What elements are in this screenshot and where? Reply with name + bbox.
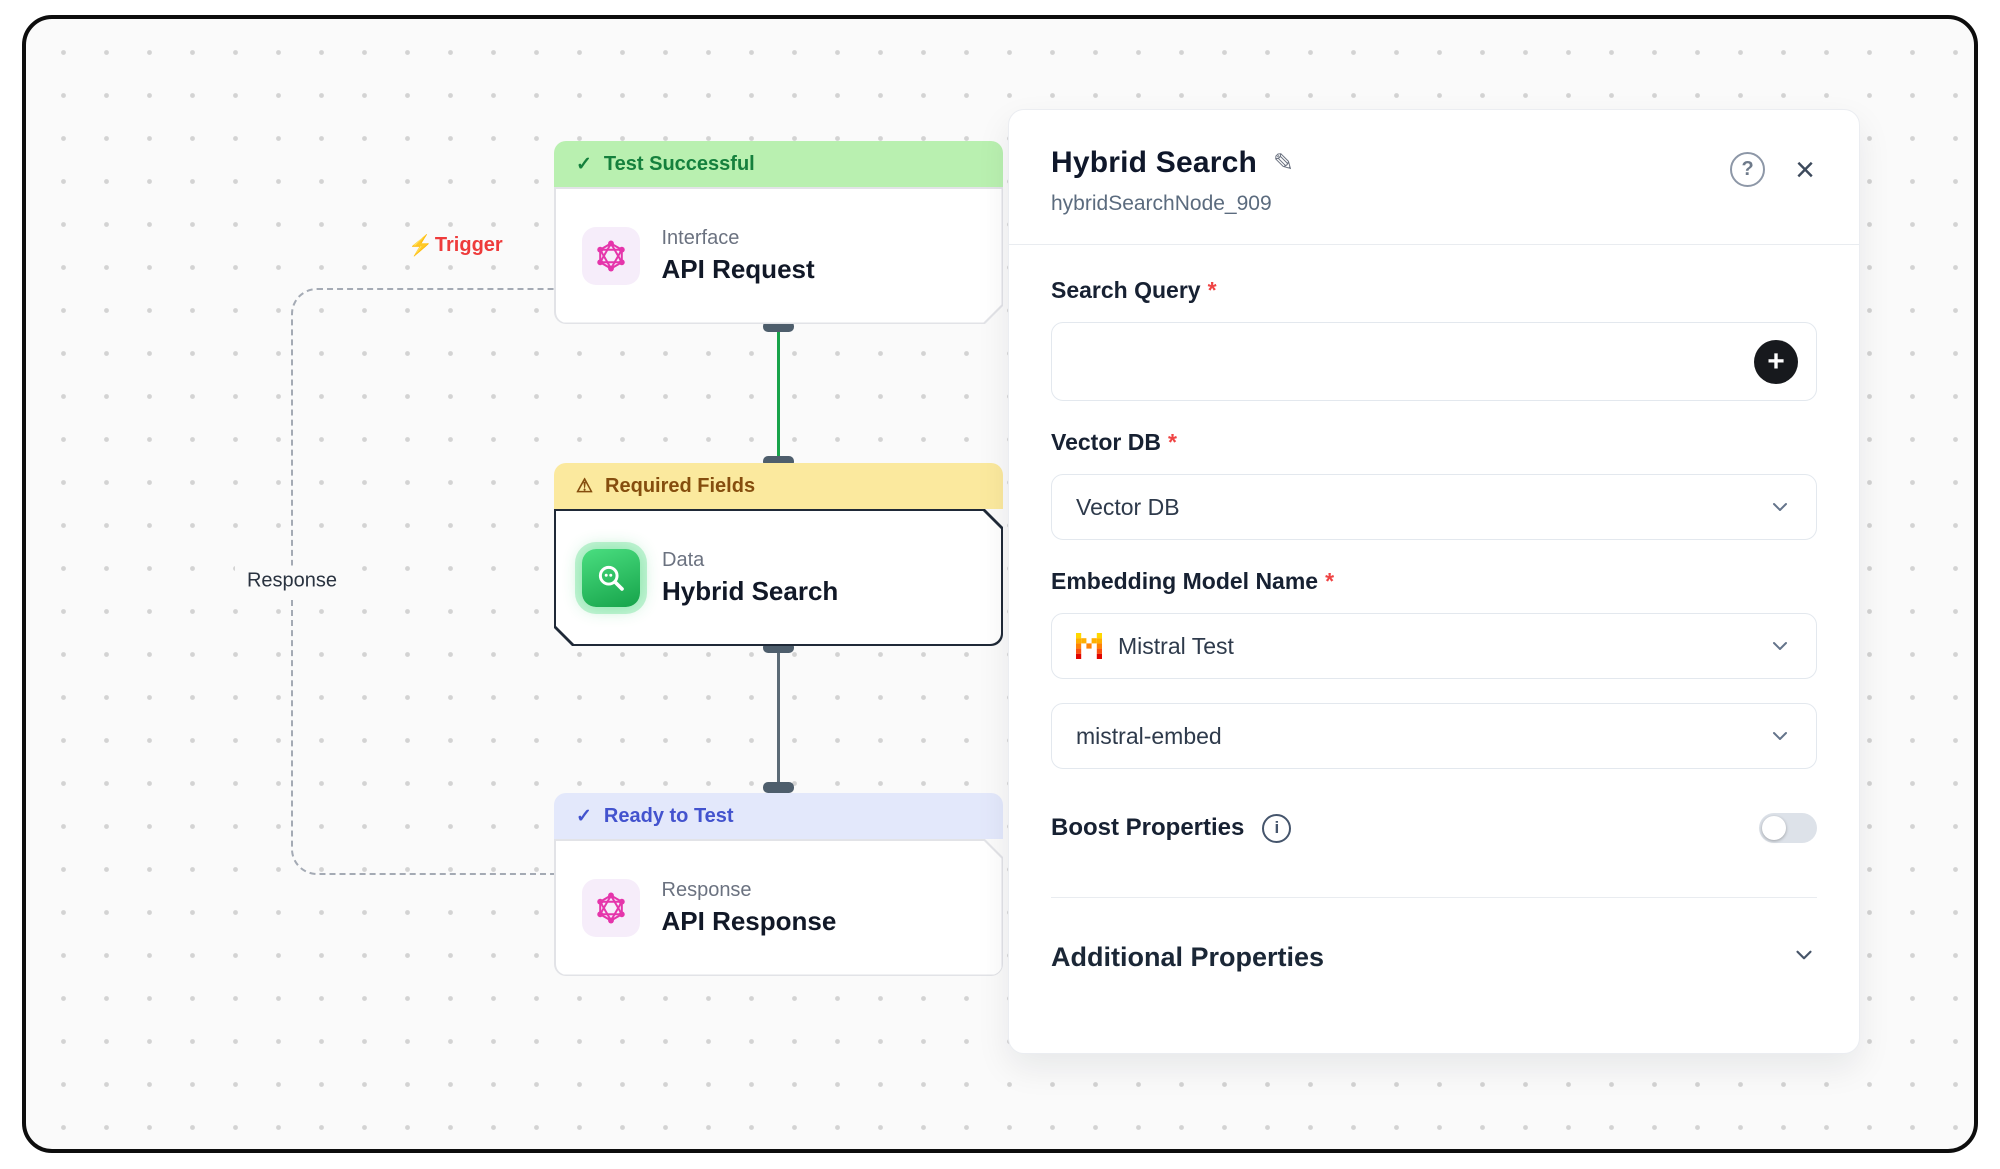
lightning-bolt-icon: ⚡ xyxy=(408,235,433,257)
boost-properties-toggle[interactable] xyxy=(1759,813,1817,843)
search-query-field[interactable]: + xyxy=(1051,322,1817,401)
trigger-edge-label: ⚡Trigger xyxy=(408,233,503,258)
node-title: API Request xyxy=(661,253,815,284)
mistral-logo-icon xyxy=(1076,633,1102,659)
embedding-model-value: mistral-embed xyxy=(1076,722,1222,749)
chevron-down-icon xyxy=(1768,495,1792,519)
search-query-input[interactable] xyxy=(1052,323,1816,400)
edge-handle[interactable] xyxy=(763,456,794,467)
close-icon[interactable]: × xyxy=(1795,150,1815,189)
edge-request-to-search xyxy=(777,327,780,463)
node-card[interactable]: Response API Response xyxy=(554,839,1003,976)
required-marker: * xyxy=(1167,429,1177,455)
search-query-label: Search Query* xyxy=(1051,277,1217,303)
node-id-text: hybridSearchNode_909 xyxy=(1051,192,1272,215)
node-card[interactable]: Interface API Request xyxy=(554,187,1003,324)
edge-search-to-response xyxy=(777,649,780,787)
additional-properties-toggle[interactable]: Additional Properties xyxy=(1051,942,1817,973)
node-status-text: Ready to Test xyxy=(603,804,734,827)
boost-properties-label: Boost Properties xyxy=(1051,814,1245,841)
response-edge-label: Response xyxy=(234,565,350,597)
vector-db-select[interactable]: Vector DB xyxy=(1051,474,1817,540)
embedding-model-select[interactable]: mistral-embed xyxy=(1051,703,1817,769)
edge-handle[interactable] xyxy=(763,782,794,793)
node-category: Data xyxy=(662,548,705,571)
add-variable-button[interactable]: + xyxy=(1754,339,1798,384)
panel-divider xyxy=(1051,897,1817,898)
panel-title: Hybrid Search xyxy=(1051,146,1258,179)
help-icon[interactable]: ? xyxy=(1730,152,1766,187)
panel-divider xyxy=(1009,244,1859,245)
node-card-selected[interactable]: Data Hybrid Search xyxy=(554,509,1003,646)
check-icon: ✓ xyxy=(576,805,592,827)
node-status-badge: ✓ Ready to Test xyxy=(554,793,1003,839)
check-icon: ✓ xyxy=(576,153,592,175)
node-properties-panel: Hybrid Search ✎ hybridSearchNode_909 ? ×… xyxy=(1008,109,1860,1054)
flow-canvas[interactable]: Response ⚡Trigger ✓ Test Successful xyxy=(22,15,1978,1153)
node-status-text: Required Fields xyxy=(605,474,756,497)
edge-handle[interactable] xyxy=(763,321,794,332)
required-marker: * xyxy=(1325,568,1335,594)
chevron-down-icon xyxy=(1768,724,1792,748)
required-marker: * xyxy=(1207,277,1217,303)
node-title: Hybrid Search xyxy=(662,575,839,606)
edge-handle[interactable] xyxy=(763,642,794,653)
toggle-knob xyxy=(1762,816,1786,840)
node-category: Interface xyxy=(661,226,740,249)
vector-db-value: Vector DB xyxy=(1076,493,1180,520)
info-icon[interactable]: i xyxy=(1262,813,1292,843)
warning-icon: ⚠ xyxy=(576,475,594,497)
node-status-badge: ✓ Test Successful xyxy=(554,141,1003,187)
additional-properties-label: Additional Properties xyxy=(1051,942,1325,972)
embedding-model-label: Embedding Model Name* xyxy=(1051,568,1335,594)
edit-icon[interactable]: ✎ xyxy=(1273,149,1294,177)
node-hybrid-search[interactable]: ⚠ Required Fields Data Hybrid Search xyxy=(554,463,1003,646)
embedding-provider-select[interactable]: Mistral Test xyxy=(1051,613,1817,679)
node-api-request[interactable]: ✓ Test Successful xyxy=(554,141,1003,324)
chevron-down-icon xyxy=(1768,634,1792,658)
graphql-icon xyxy=(582,227,640,285)
node-status-text: Test Successful xyxy=(603,152,755,175)
vector-db-label: Vector DB* xyxy=(1051,429,1177,455)
graphql-icon xyxy=(582,879,640,937)
node-api-response[interactable]: ✓ Ready to Test xyxy=(554,793,1003,976)
chevron-down-icon xyxy=(1791,942,1817,973)
hybrid-search-icon xyxy=(582,549,640,607)
embedding-provider-value: Mistral Test xyxy=(1118,632,1234,659)
node-category: Response xyxy=(661,878,752,901)
trigger-text: Trigger xyxy=(434,234,503,256)
boost-properties-row: Boost Properties i xyxy=(1051,813,1817,843)
node-status-badge: ⚠ Required Fields xyxy=(554,463,1003,509)
node-title: API Response xyxy=(661,905,837,936)
